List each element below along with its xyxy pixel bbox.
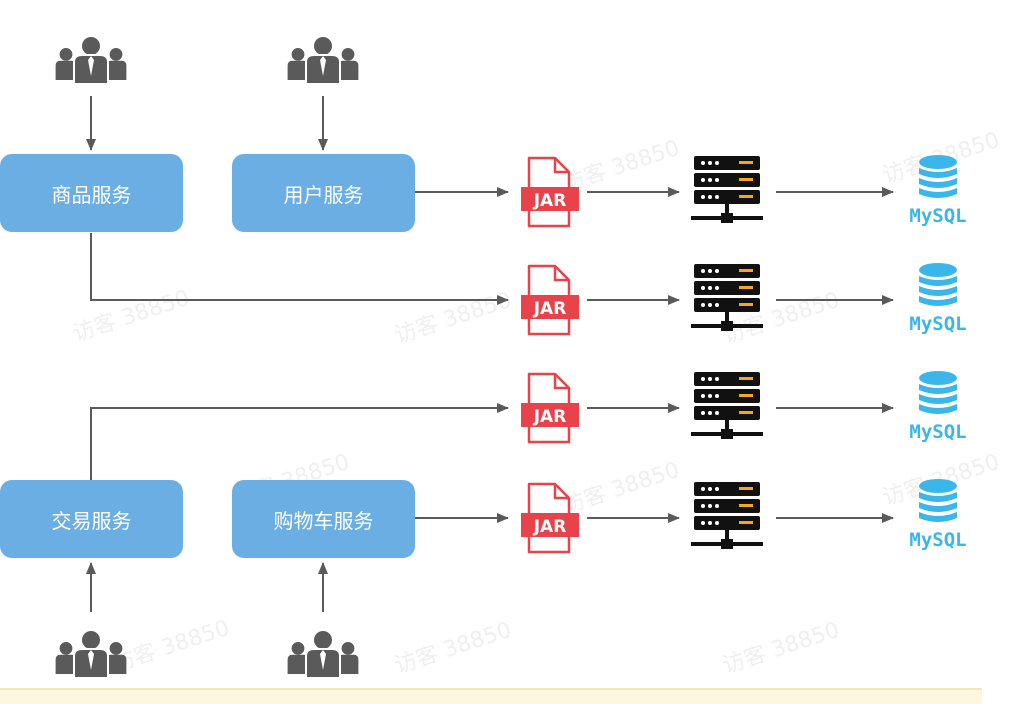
- arrow-product-service-to-jar: [90, 233, 509, 305]
- mysql-label: MySQL: [909, 421, 966, 443]
- mysql-label: MySQL: [909, 313, 966, 335]
- mysql-database-icon: MySQL: [909, 371, 967, 443]
- mysql-label: MySQL: [909, 205, 966, 227]
- jar-file-icon: JAR: [519, 482, 581, 554]
- server-icon: [691, 156, 763, 223]
- users-group-icon: [56, 36, 127, 84]
- user-service-box: 用户服务: [232, 154, 415, 232]
- product-service-box: 商品服务: [0, 154, 183, 232]
- mysql-database-icon: MySQL: [909, 155, 967, 227]
- cart-service-box: 购物车服务: [232, 480, 415, 558]
- server-icon: [691, 482, 763, 549]
- users-group-icon: [288, 36, 359, 84]
- mysql-database-icon: MySQL: [909, 263, 967, 335]
- server-icon: [691, 264, 763, 331]
- bottom-bar: [0, 688, 982, 704]
- jar-label: JAR: [533, 517, 567, 537]
- jar-file-icon: JAR: [519, 372, 581, 444]
- trade-service-box: 交易服务: [0, 480, 183, 558]
- mysql-label: MySQL: [909, 529, 966, 551]
- arrow-trade-service-to-jar: [90, 403, 509, 480]
- jar-label: JAR: [533, 299, 567, 319]
- users-group-icon: [56, 630, 127, 678]
- mysql-database-icon: MySQL: [909, 479, 967, 551]
- jar-file-icon: JAR: [519, 156, 581, 228]
- jar-file-icon: JAR: [519, 264, 581, 336]
- jar-label: JAR: [533, 191, 567, 211]
- users-group-icon: [288, 630, 359, 678]
- jar-label: JAR: [533, 407, 567, 427]
- server-icon: [691, 372, 763, 439]
